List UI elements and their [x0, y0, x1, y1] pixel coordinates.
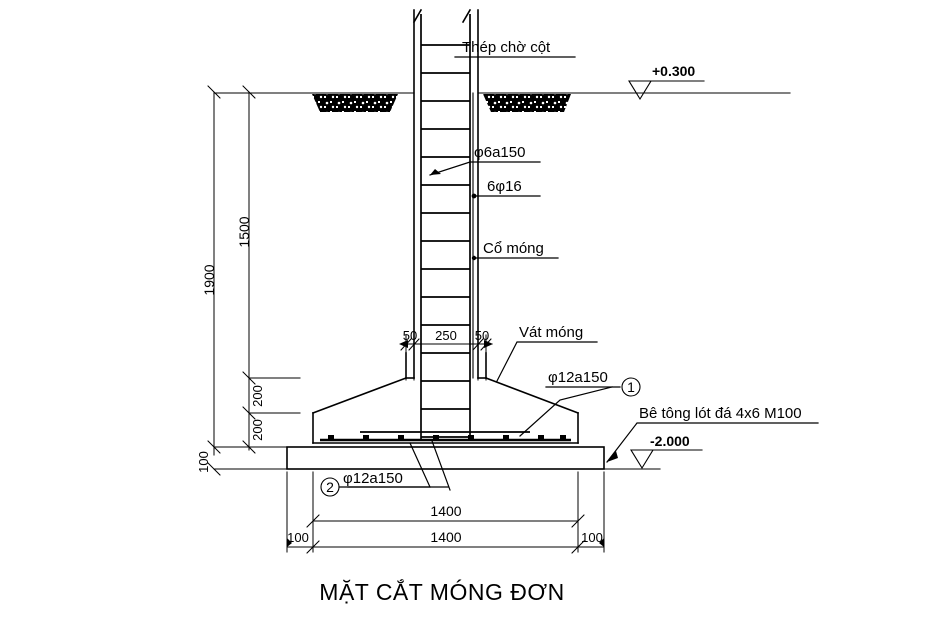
column-width-dimensions: 50 250 50 [399, 328, 493, 381]
footing-chamfer-right [484, 376, 580, 415]
dim-seg-ticks-200 [242, 371, 256, 420]
dim-pedestal-height: 1500 [236, 216, 252, 247]
label-footing-rebar-bottom-text: φ12a150 [343, 470, 403, 487]
blinding-concrete-body [286, 446, 605, 470]
colw-arrow-left [399, 340, 408, 348]
leader-blinding [606, 422, 819, 463]
dim-ticks-top [207, 85, 256, 99]
arrowhead-blinding [607, 451, 618, 462]
blinding-concrete [213, 446, 661, 470]
dim-footing-width: 1400 [430, 503, 461, 519]
label-footing-rebar-top-text: φ12a150 [548, 369, 608, 386]
label-stirrup-text: φ6a150 [474, 144, 525, 161]
ground-line-group [213, 92, 791, 112]
footing-chamfer-left [311, 376, 408, 415]
label-footing-rebar-top: φ12a150 1 [519, 369, 641, 437]
label-starter-bars-text: Thép chờ cột [462, 39, 551, 56]
drawing-title: MẶT CẮT MÓNG ĐƠN [319, 578, 564, 605]
label-blinding-text: Bê tông lót đá 4x6 M100 [639, 405, 802, 422]
label-main-bars-text: 6φ16 [487, 178, 522, 195]
label-pedestal-text: Cổ móng [483, 240, 544, 257]
soil-hatch-left [312, 94, 398, 112]
dim-footing-lower: 200 [250, 419, 265, 441]
dim-blinding-thickness: 100 [196, 451, 211, 473]
label-footing-rebar-bottom: 2 φ12a150 [320, 440, 451, 497]
dim-footing-upper: 200 [250, 385, 265, 407]
footing-rebar-ticks [328, 435, 566, 440]
arrowhead-stirrup [430, 169, 441, 175]
label-starter-bars: Thép chờ cột [454, 39, 576, 58]
detail-marker-1-circle [621, 377, 641, 397]
label-pedestal: Cổ móng [471, 240, 559, 261]
vertical-dimensions: 1900 1500 200 200 100 [196, 85, 301, 476]
leader-footing-rebar-bottom-b [431, 440, 451, 491]
horizontal-dimensions: 1400 1400 100 100 [286, 471, 605, 554]
detail-marker-1-text: 1 [627, 379, 635, 395]
dim-blinding-width: 1400 [430, 529, 461, 545]
leader-chamfer [496, 341, 598, 382]
level-foundation-value: -2.000 [650, 433, 690, 449]
detail-marker-2-circle [320, 477, 340, 497]
hdim-ticks-footing [306, 514, 585, 528]
level-ground-value: +0.300 [652, 63, 695, 79]
dim-column-width: 250 [435, 328, 457, 343]
level-foundation-triangle [630, 449, 654, 470]
footing-pad [311, 352, 580, 444]
level-marker-ground: +0.300 [594, 63, 705, 101]
leader-stirrup [429, 161, 541, 176]
label-main-bars: 6φ16 [471, 178, 541, 199]
column-stirrups [421, 44, 470, 438]
soil-hatch-right [483, 94, 571, 112]
break-tick-right [461, 8, 472, 24]
leader-footing-rebar-top [519, 386, 613, 437]
hdim-arrow-proj-right [599, 538, 604, 547]
label-chamfer-text: Vát móng [519, 324, 583, 341]
level-ground-triangle [628, 80, 652, 101]
dot-pedestal [471, 255, 477, 261]
dim-total-height: 1900 [201, 264, 217, 295]
pedestal-column [412, 8, 479, 440]
break-tick-left [412, 8, 423, 24]
dim-blinding-proj-right: 100 [581, 530, 603, 545]
dim-blinding-proj-left: 100 [287, 530, 309, 545]
dim-tick-blinding [207, 462, 221, 476]
dim-ticks-bottom [207, 440, 256, 454]
dim-column-left-cover: 50 [403, 328, 417, 343]
hdim-arrow-proj-left [287, 538, 292, 547]
detail-marker-2-text: 2 [326, 479, 334, 495]
label-chamfer: Vát móng [496, 324, 598, 382]
dim-column-right-cover: 50 [475, 328, 489, 343]
dot-main-bars [471, 193, 477, 199]
label-blinding: Bê tông lót đá 4x6 M100 [606, 405, 819, 463]
colw-arrow-right [484, 340, 493, 348]
label-stirrup: φ6a150 [429, 144, 541, 176]
level-marker-foundation: -2.000 [630, 433, 703, 470]
